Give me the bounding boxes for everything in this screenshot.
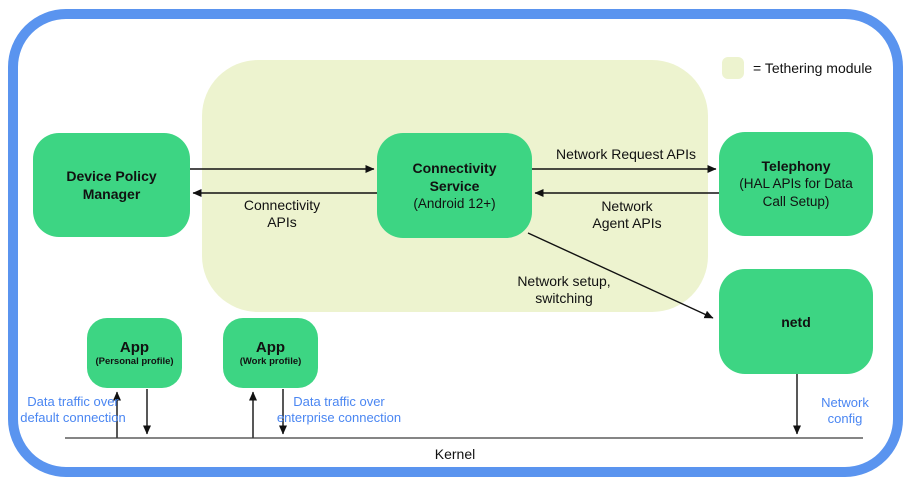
label-line: APIs — [267, 214, 297, 230]
legend: = Tethering module — [722, 57, 872, 79]
label-line: default connection — [20, 410, 126, 425]
label-line: config — [827, 411, 863, 426]
label-kernel: Kernel — [435, 446, 475, 463]
node-title: Connectivity — [412, 159, 497, 176]
label-line: Network — [601, 198, 653, 214]
label-line: Kernel — [434, 446, 476, 462]
node-connectivity-service: Connectivity Service (Android 12+) — [377, 133, 532, 238]
label-connectivity-apis: Connectivity APIs — [244, 197, 320, 231]
node-title: Telephony — [761, 158, 831, 174]
label-data-traffic-default: Data traffic over default connection — [20, 394, 126, 426]
label-network-setup-switching: Network setup, switching — [517, 273, 610, 307]
label-data-traffic-enterprise: Data traffic over enterprise connection — [277, 394, 401, 426]
node-telephony: Telephony (HAL APIs for Data Call Setup) — [719, 132, 873, 236]
label-network-agent-apis: Network Agent APIs — [592, 198, 661, 232]
node-title: netd — [781, 313, 811, 330]
label-line: Network setup, — [517, 273, 611, 289]
label-line: Data traffic over — [27, 394, 119, 409]
node-title: App — [119, 338, 150, 356]
node-app-work: App (Work profile) — [223, 318, 318, 388]
label-line: Agent APIs — [592, 215, 662, 231]
label-line: Network — [821, 395, 869, 410]
node-title: Service — [429, 177, 480, 194]
node-netd: netd — [719, 269, 873, 374]
node-subtitle: Call Setup) — [762, 194, 830, 209]
node-title: Device Policy — [66, 168, 157, 184]
node-subtitle: (Work profile) — [239, 355, 302, 367]
node-title: App — [255, 338, 286, 356]
tethering-module-swatch-icon — [722, 57, 744, 79]
label-network-request-apis: Network Request APIs — [556, 146, 696, 163]
node-subtitle: (HAL APIs for Data — [739, 176, 853, 191]
label-line: switching — [535, 290, 593, 306]
label-line: Connectivity — [243, 197, 321, 213]
node-subtitle: (Personal profile) — [95, 355, 174, 367]
node-title: Manager — [82, 186, 141, 202]
label-network-config: Network config — [821, 395, 869, 427]
label-line: enterprise connection — [276, 410, 402, 425]
node-subtitle: (Android 12+) — [413, 195, 496, 211]
node-app-personal: App (Personal profile) — [87, 318, 182, 388]
label-line: Data traffic over — [293, 394, 385, 409]
label-line: Network Request APIs — [555, 146, 697, 162]
legend-label: = Tethering module — [753, 60, 873, 76]
outer-frame — [8, 9, 903, 477]
node-device-policy-manager: Device Policy Manager — [33, 133, 190, 237]
